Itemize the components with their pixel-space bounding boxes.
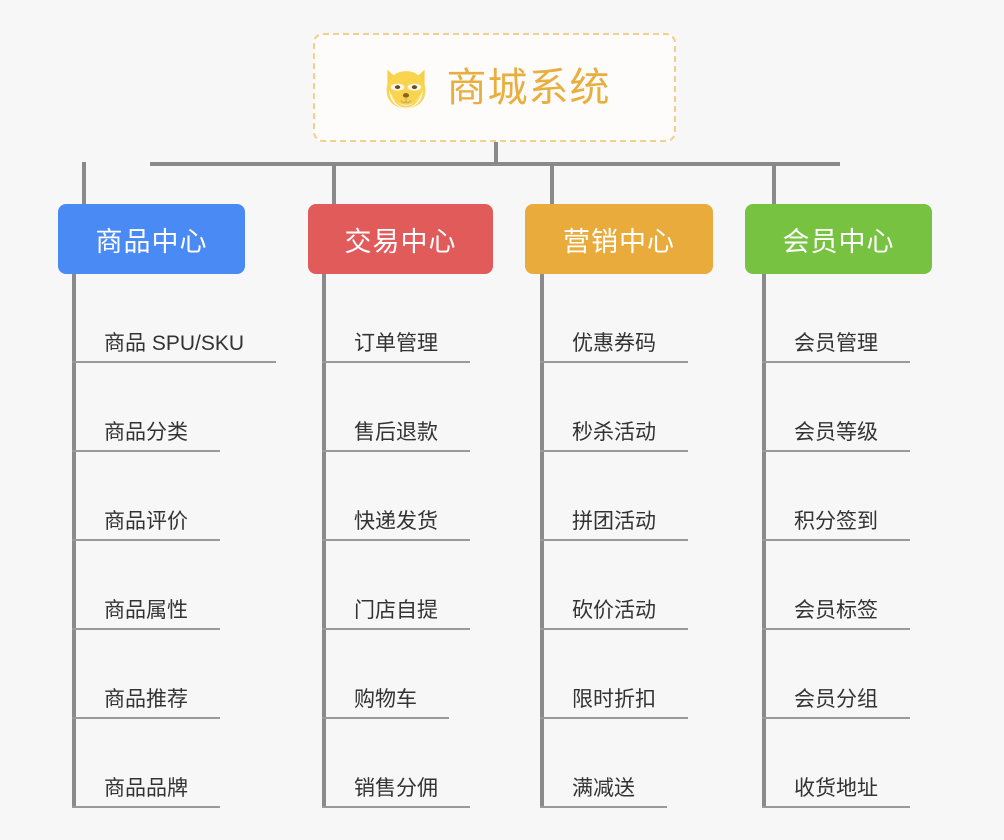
leaf-item-label: 积分签到 [794,510,878,533]
leaf-item-label: 门店自提 [354,599,438,622]
leaf-item[interactable]: 商品 SPU/SKU [72,274,276,363]
leaf-item-underline [72,450,220,452]
leaf-item-underline [762,717,910,719]
category-box-0[interactable]: 商品中心 [58,204,245,274]
leaf-item-underline [540,361,688,363]
leaf-item-underline [762,806,910,808]
leaf-item-label: 商品属性 [104,599,188,622]
leaf-item-label: 购物车 [354,688,417,711]
leaf-item-label: 销售分佣 [354,777,438,800]
leaf-item-label: 售后退款 [354,421,438,444]
leaf-item-label: 会员分组 [794,688,878,711]
leaf-item-underline [322,539,470,541]
leaf-item-underline [322,717,449,719]
leaf-item[interactable]: 会员管理 [762,274,910,363]
connector-horizontal-bus [150,162,840,166]
leaf-item-underline [762,361,910,363]
leaf-item-label: 秒杀活动 [572,421,656,444]
category-box-3[interactable]: 会员中心 [745,204,932,274]
branch-trunk-3 [762,274,766,808]
leaf-item-label: 商品评价 [104,510,188,533]
category-box-1[interactable]: 交易中心 [308,204,493,274]
leaf-item[interactable]: 销售分佣 [322,719,470,808]
connector-root-stem [494,142,498,164]
leaf-item-label: 商品 SPU/SKU [104,332,245,355]
branch-trunk-1 [322,274,326,808]
branch-column-2: 优惠券码秒杀活动拼团活动砍价活动限时折扣满减送 [540,274,688,808]
leaf-item-underline [72,717,220,719]
leaf-item-label: 会员等级 [794,421,878,444]
leaf-item[interactable]: 满减送 [540,719,667,808]
shiba-dog-face-icon [386,68,425,108]
branch-trunk-2 [540,274,544,808]
leaf-item-underline [322,628,470,630]
leaf-item[interactable]: 积分签到 [762,452,910,541]
leaf-item-label: 限时折扣 [572,688,656,711]
leaf-item-underline [540,539,688,541]
leaf-item[interactable]: 商品属性 [72,541,244,630]
leaf-item[interactable]: 售后退款 [322,363,470,452]
leaf-item[interactable]: 限时折扣 [540,630,688,719]
leaf-item[interactable]: 商品品牌 [72,719,244,808]
branch-column-3: 会员管理会员等级积分签到会员标签会员分组收货地址 [762,274,910,808]
category-label-1: 交易中心 [344,226,457,257]
leaf-item-underline [762,450,910,452]
leaf-item[interactable]: 会员分组 [762,630,910,719]
category-label-2: 营销中心 [563,226,675,257]
leaf-item[interactable]: 秒杀活动 [540,363,688,452]
leaf-item-label: 满减送 [572,777,635,800]
leaf-item-underline [540,717,688,719]
leaf-item[interactable]: 优惠券码 [540,274,688,363]
leaf-item-underline [322,450,470,452]
leaf-item-underline [72,806,220,808]
leaf-item-label: 会员标签 [794,599,878,622]
leaf-item[interactable]: 门店自提 [322,541,470,630]
leaf-item-underline [762,539,910,541]
leaf-item-label: 订单管理 [354,332,438,355]
leaf-item-label: 商品品牌 [104,777,188,800]
leaf-item[interactable]: 商品评价 [72,452,244,541]
leaf-item[interactable]: 快递发货 [322,452,470,541]
branch-column-0: 商品 SPU/SKU 商品分类商品评价商品属性商品推荐商品品牌 [72,274,276,808]
leaf-item[interactable]: 商品推荐 [72,630,244,719]
connector-drop-1 [332,162,336,204]
root-node[interactable]: 商城系统 [313,33,676,142]
leaf-item-underline [540,628,688,630]
leaf-item[interactable]: 会员等级 [762,363,910,452]
category-label-3: 会员中心 [782,226,895,257]
leaf-item-label: 砍价活动 [572,599,656,622]
connector-drop-0 [82,162,86,204]
leaf-item[interactable]: 收货地址 [762,719,910,808]
leaf-item[interactable]: 购物车 [322,630,449,719]
connector-drop-3 [772,162,776,204]
leaf-item-underline [540,450,688,452]
leaf-item[interactable]: 商品分类 [72,363,244,452]
leaf-item[interactable]: 会员标签 [762,541,910,630]
root-title: 商城系统 [446,65,611,110]
leaf-item-underline [72,539,220,541]
leaf-item-underline [322,361,470,363]
leaf-item[interactable]: 拼团活动 [540,452,688,541]
leaf-item[interactable]: 砍价活动 [540,541,688,630]
category-box-2[interactable]: 营销中心 [525,204,713,274]
leaf-item-label: 拼团活动 [572,510,656,533]
leaf-item-label: 会员管理 [794,332,878,355]
leaf-item-label: 商品分类 [104,421,188,444]
connector-drop-2 [550,162,554,204]
leaf-item-label: 收货地址 [794,777,878,800]
branch-trunk-0 [72,274,76,808]
leaf-item-underline [72,628,220,630]
leaf-item[interactable]: 订单管理 [322,274,470,363]
leaf-item-underline [762,628,910,630]
leaf-item-underline [72,361,276,363]
leaf-item-underline [540,806,667,808]
category-label-0: 商品中心 [95,226,208,257]
leaf-item-label: 商品推荐 [104,688,188,711]
branch-column-1: 订单管理售后退款快递发货门店自提购物车销售分佣 [322,274,470,808]
leaf-item-label: 优惠券码 [572,332,656,355]
leaf-item-label: 快递发货 [354,510,438,533]
leaf-item-underline [322,806,470,808]
